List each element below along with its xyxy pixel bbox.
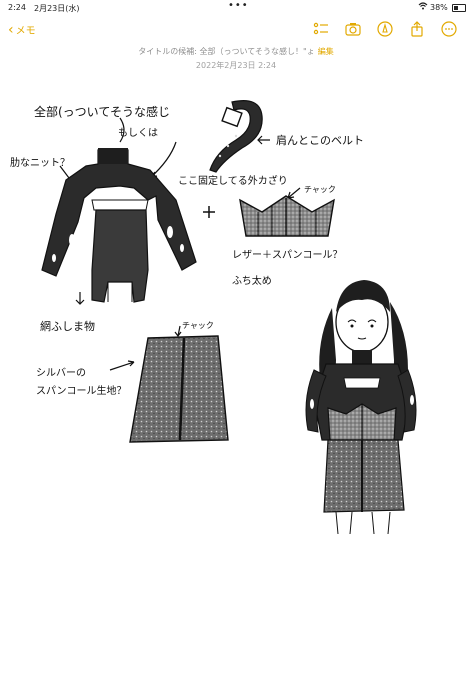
toolbar	[312, 20, 458, 38]
sketch-skirt	[129, 335, 229, 443]
edit-link[interactable]: 編集	[317, 47, 334, 56]
status-time: 2:24	[8, 3, 26, 12]
camera-icon[interactable]	[344, 20, 362, 38]
note-title-text: タイトルの候補: 全部（っついてそうな感し！"ょ	[138, 47, 315, 56]
arrow-mesh	[75, 292, 85, 305]
arrow-belt	[257, 135, 270, 145]
annotation-all-attached: 全部(っついてそうな感じ	[34, 104, 170, 119]
wifi-icon	[418, 2, 428, 12]
back-button[interactable]: ‹ メモ	[8, 21, 36, 38]
battery-icon	[452, 4, 466, 12]
annotation-fixed-cover: ここ固定してる外カざり	[178, 174, 288, 187]
annotation-zipper-skirt: チャック	[182, 321, 214, 330]
status-date: 2月23日(水)	[34, 4, 80, 13]
arrow-all-attached	[119, 117, 125, 143]
plus-sign	[203, 206, 215, 218]
back-label: メモ	[15, 26, 36, 37]
annotation-leather-sequin: レザー＋スパンコール？	[232, 249, 343, 261]
arrow-fixed-cover	[149, 141, 177, 179]
annotation-silver-sequin-2: スパンコール生地？	[36, 384, 127, 397]
annotation-mesh-fabric: 網ふしま物	[40, 319, 95, 333]
arrow-zipper-top	[287, 187, 301, 199]
status-bar: 2:24 2月23日(水) ••• 38%	[0, 0, 472, 16]
sketch-bodysuit	[91, 209, 149, 303]
annotation-thick-trim: ふち太め	[232, 274, 272, 287]
sketch-character	[305, 280, 417, 535]
battery-fill	[454, 6, 458, 10]
annotation-zipper-top: チャック	[304, 185, 336, 194]
sketch-corset	[239, 195, 335, 237]
arrow-sequin	[109, 360, 135, 371]
annotation-shoulder-belt: 肩んとこのベルト	[276, 133, 364, 147]
note-title: タイトルの候補: 全部（っついてそうな感し！"ょ編集	[0, 46, 472, 57]
chevron-left-icon: ‹	[8, 21, 14, 38]
more-icon[interactable]	[440, 20, 458, 38]
sketch-shoulder-belt	[209, 100, 263, 173]
annotation-silver-sequin-1: シルバーの	[36, 367, 86, 379]
share-icon[interactable]	[408, 20, 426, 38]
multitasking-dots-icon[interactable]: •••	[228, 0, 249, 11]
nav-bar: ‹ メモ	[0, 16, 472, 42]
annotation-knit: 肋なニット？	[10, 156, 70, 169]
sketch-knit-shrug	[41, 148, 197, 277]
checklist-icon[interactable]	[312, 20, 330, 38]
markup-pen-icon[interactable]	[376, 20, 394, 38]
note-timestamp: 2022年2月23日 2:24	[195, 61, 277, 70]
arrow-zipper-skirt	[174, 325, 182, 337]
battery-percent: 38%	[430, 3, 448, 12]
annotation-or: もしくは	[118, 127, 158, 139]
